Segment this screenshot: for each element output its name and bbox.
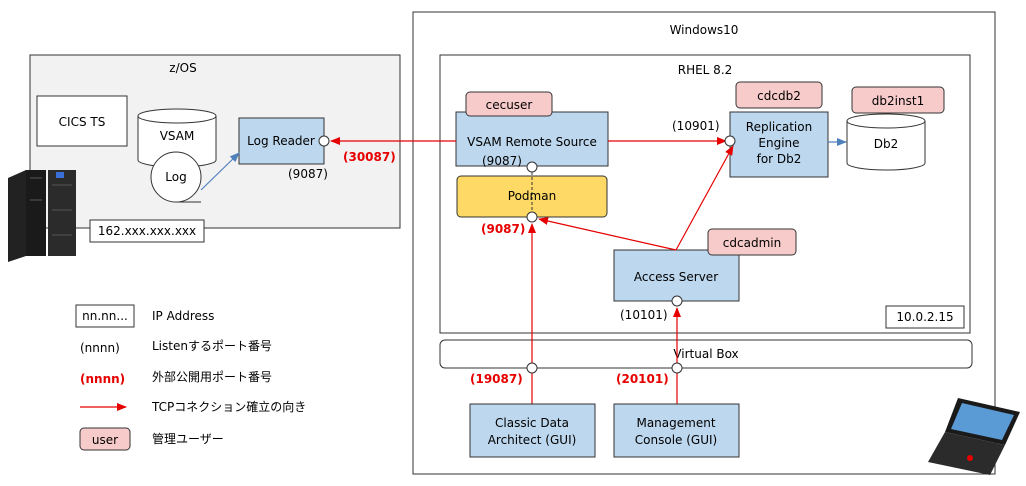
legend-tcp-label: TCPコネクション確立の向き — [151, 399, 306, 414]
legend-public-sample: (nnnn) — [80, 372, 125, 386]
user-badge-cdcadmin — [707, 228, 797, 256]
cics-label: CICS TS — [59, 115, 106, 129]
rhel-label: RHEL 8.2 — [678, 63, 733, 77]
rhel-ip-box — [885, 305, 965, 329]
vsam-remote-source-box — [455, 111, 609, 167]
vsam-cylinder-top — [137, 108, 217, 124]
replication-engine-line1: Replication — [746, 120, 812, 134]
db2-label: Db2 — [874, 137, 899, 151]
tcp-access-to-replication — [675, 145, 734, 251]
legend-listen-label: Listenするポート番号 — [152, 339, 272, 353]
virtualbox-label: Virtual Box — [673, 347, 738, 361]
log-label: Log — [165, 170, 186, 184]
legend-public-label: 外部公開用ポート番号 — [152, 369, 272, 384]
vsam-remote-source-port: (9087) — [482, 154, 522, 168]
legend-ip-label: IP Address — [152, 309, 214, 323]
replication-engine-line2: Engine — [758, 136, 799, 150]
zos-ip-box — [89, 219, 205, 243]
log-to-reader-arrow — [200, 152, 240, 191]
db2-cylinder-body — [846, 121, 926, 171]
cda-line1: Classic Data — [495, 416, 569, 430]
legend-user-sample: user — [92, 433, 118, 447]
port-circle-replication — [724, 135, 736, 147]
port-circle-vsam — [526, 161, 538, 173]
cda-public-port: (19087) — [470, 372, 523, 386]
port-circle-vbox-mc — [671, 362, 683, 374]
mc-public-port: (20101) — [616, 372, 669, 386]
zos-public-port: (30087) — [343, 150, 396, 164]
port-circle-vbox-cda — [526, 362, 538, 374]
cda-box — [469, 403, 596, 458]
port-circle-access — [671, 295, 683, 307]
access-server-port: (10101) — [620, 308, 668, 322]
cda-line2: Architect (GUI) — [488, 433, 577, 447]
mc-line1: Management — [636, 416, 715, 430]
db2inst1-label: db2inst1 — [872, 94, 924, 108]
virtualbox-bar — [439, 339, 973, 369]
legend-listen-sample: (nnnn) — [80, 341, 120, 355]
mainframe-icon — [8, 170, 76, 262]
mc-box — [613, 403, 740, 458]
user-badge-cdcdb2 — [735, 81, 823, 109]
cdcdb2-label: cdcdb2 — [757, 89, 801, 103]
access-server-box — [613, 249, 740, 302]
port-circle-podman — [526, 211, 538, 223]
cdcadmin-label: cdcadmin — [723, 236, 781, 250]
windows-label: Windows10 — [670, 23, 739, 37]
replication-engine-line3: for Db2 — [757, 152, 802, 166]
zos-label: z/OS — [169, 61, 196, 75]
cics-box — [36, 95, 128, 147]
podman-public-port: (9087) — [481, 222, 525, 236]
vsam-label: VSAM — [160, 129, 195, 143]
cecuser-label: cecuser — [486, 98, 533, 112]
log-reader-port: (9087) — [288, 167, 328, 181]
log-reader-label: Log Reader — [247, 134, 315, 148]
access-server-label: Access Server — [634, 270, 718, 284]
rhel-ip-label: 10.0.2.15 — [896, 310, 953, 324]
replication-engine-port: (10901) — [672, 119, 720, 133]
zos-ip-label: 162.xxx.xxx.xxx — [98, 224, 196, 238]
tcp-access-to-podman — [538, 217, 677, 251]
user-badge-cecuser — [465, 91, 553, 117]
user-badge-db2inst1 — [851, 86, 945, 114]
db2-cylinder-top — [846, 113, 926, 129]
port-circle-logreader — [318, 135, 330, 147]
legend-ip-sample: nn.nn... — [82, 309, 128, 323]
legend-user-sample-box — [79, 427, 131, 451]
legend-ip-sample-box — [75, 304, 135, 328]
replication-engine-box — [729, 111, 829, 178]
legend-user-label: 管理ユーザー — [152, 431, 224, 446]
podman-label: Podman — [508, 189, 556, 203]
vsam-remote-source-label: VSAM Remote Source — [467, 135, 597, 149]
mc-line2: Console (GUI) — [635, 433, 717, 447]
laptop-icon — [928, 398, 1020, 475]
